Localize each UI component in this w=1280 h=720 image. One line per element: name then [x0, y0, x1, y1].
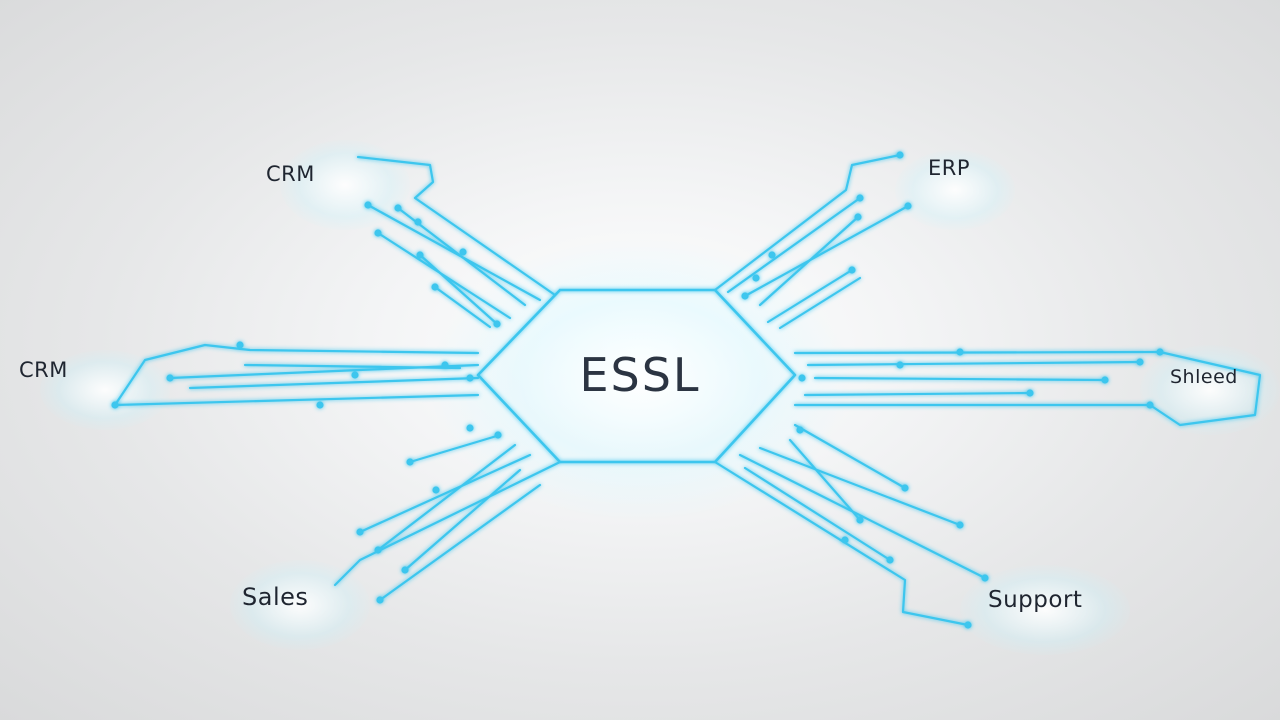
- dot-sales-7: [376, 596, 384, 604]
- trace-erp-2: [726, 196, 862, 294]
- trace-shleed-2: [806, 360, 1142, 367]
- dot-crm-top-3: [374, 229, 382, 237]
- trace-erp-3: [743, 204, 910, 298]
- dot-support-2: [956, 521, 964, 529]
- trace-erp-1: [713, 153, 902, 292]
- dot-crm-left-3: [316, 401, 324, 409]
- dot-support-1: [981, 574, 989, 582]
- circuit-traces: [113, 153, 1262, 627]
- dot-shleed-6: [896, 361, 904, 369]
- dot-crm-left-2: [236, 341, 244, 349]
- trace-crm-top-5: [418, 253, 499, 326]
- dot-erp-1: [856, 194, 864, 202]
- dot-crm-left-4: [351, 371, 359, 379]
- dot-erp-7: [741, 292, 749, 300]
- dot-sales-1: [374, 546, 382, 554]
- trace-support-1: [713, 460, 970, 627]
- dot-crm-top-5: [416, 251, 424, 259]
- trace-shleed-3: [813, 376, 1107, 382]
- dot-support-7: [841, 536, 849, 544]
- dot-crm-left-0: [111, 401, 119, 409]
- node-label-erp: ERP: [928, 156, 971, 180]
- dot-crm-top-4: [459, 248, 467, 256]
- dot-crm-left-5: [441, 361, 449, 369]
- trace-support-2: [738, 453, 987, 580]
- node-label-shleed: Shleed: [1170, 366, 1238, 388]
- dot-shleed-7: [798, 374, 806, 382]
- trace-crm-left-5: [243, 363, 462, 370]
- dot-crm-top-7: [493, 320, 501, 328]
- hub-label: ESSL: [579, 348, 701, 402]
- trace-erp-6: [778, 276, 862, 330]
- dot-shleed-1: [1136, 358, 1144, 366]
- dot-crm-top-6: [431, 283, 439, 291]
- dot-erp-0: [896, 151, 904, 159]
- trace-crm-left-3: [188, 376, 480, 390]
- trace-sales-5: [403, 468, 522, 572]
- trace-crm-top-2: [366, 203, 542, 302]
- dot-erp-6: [752, 274, 760, 282]
- dot-crm-left-6: [466, 374, 474, 382]
- dot-crm-top-0: [364, 201, 372, 209]
- trace-support-3: [758, 446, 962, 527]
- trace-sales-6: [378, 483, 542, 602]
- dot-shleed-3: [1026, 389, 1034, 397]
- dot-sales-2: [401, 566, 409, 574]
- node-label-support: Support: [988, 587, 1083, 613]
- dot-sales-6: [494, 431, 502, 439]
- dot-erp-5: [848, 266, 856, 274]
- dot-crm-top-1: [394, 204, 402, 212]
- dot-shleed-2: [1101, 376, 1109, 384]
- node-label-crm-left: CRM: [19, 358, 68, 382]
- dot-crm-top-2: [414, 218, 422, 226]
- circuit-dots: [111, 151, 1164, 629]
- node-label-crm-top: CRM: [266, 162, 315, 186]
- dot-erp-3: [854, 213, 862, 221]
- node-label-sales: Sales: [242, 583, 309, 611]
- trace-erp-4: [758, 215, 860, 307]
- dot-sales-3: [406, 458, 414, 466]
- trace-support-5: [793, 423, 907, 490]
- dot-support-3: [856, 516, 864, 524]
- trace-erp-5: [766, 268, 854, 324]
- dot-sales-4: [432, 486, 440, 494]
- dot-support-0: [964, 621, 972, 629]
- trace-shleed-4: [803, 391, 1032, 397]
- trace-support-4: [788, 438, 862, 522]
- trace-crm-top-1: [356, 155, 557, 297]
- trace-sales-1: [333, 460, 562, 587]
- trace-sales-4: [408, 433, 502, 464]
- dot-support-5: [886, 556, 894, 564]
- dot-erp-2: [904, 202, 912, 210]
- dot-shleed-5: [956, 348, 964, 356]
- trace-crm-left-1: [113, 343, 480, 407]
- dot-shleed-4: [1146, 401, 1154, 409]
- trace-shleed-1: [793, 350, 1262, 427]
- dot-erp-4: [768, 251, 776, 259]
- trace-crm-top-6: [433, 285, 492, 329]
- dot-sales-0: [356, 528, 364, 536]
- dot-crm-left-1: [166, 374, 174, 382]
- trace-sales-3: [376, 443, 517, 552]
- dot-support-4: [901, 484, 909, 492]
- dot-shleed-0: [1156, 348, 1164, 356]
- trace-crm-left-4: [113, 393, 480, 407]
- trace-support-6: [743, 466, 892, 562]
- dot-sales-5: [466, 424, 474, 432]
- dot-support-6: [796, 426, 804, 434]
- trace-sales-2: [358, 453, 532, 534]
